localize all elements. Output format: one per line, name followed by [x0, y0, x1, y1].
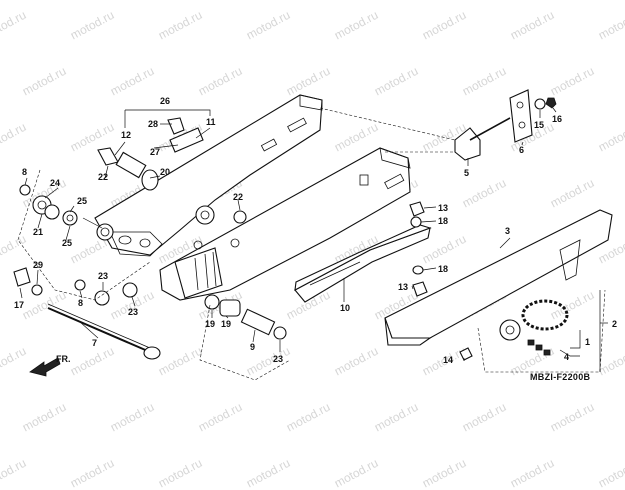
callout-3: 3: [505, 226, 510, 236]
callout-29: 29: [33, 260, 43, 270]
callout-15: 15: [534, 120, 544, 130]
callout-13a: 13: [438, 203, 448, 213]
callout-23c: 23: [273, 354, 283, 364]
callout-18a: 18: [438, 216, 448, 226]
chain-adjuster: [454, 89, 557, 161]
callout-23b: 23: [128, 307, 138, 317]
diagram-code: MBZI-F2200B: [530, 372, 591, 382]
callout-10: 10: [340, 303, 350, 313]
callout-2: 2: [612, 319, 617, 329]
callout-5: 5: [464, 168, 469, 178]
callout-6: 6: [519, 145, 524, 155]
swingarm-exploded-diagram: 1 2 3 4 5 6 7 8 8 9 10 11 12 13 13 14 15…: [13, 89, 617, 382]
callout-18b: 18: [438, 264, 448, 274]
callout-9: 9: [250, 342, 255, 352]
pivot-bolt: [47, 303, 161, 360]
callout-12: 12: [121, 130, 131, 140]
fasteners: [167, 117, 473, 361]
callout-14: 14: [443, 355, 453, 365]
callout-25b: 25: [62, 238, 72, 248]
callout-7: 7: [92, 338, 97, 348]
callout-19a: 19: [205, 319, 215, 329]
chain-case: [384, 209, 613, 346]
callout-27: 27: [150, 147, 160, 157]
callout-25a: 25: [77, 196, 87, 206]
callout-28: 28: [148, 119, 158, 129]
callout-24: 24: [50, 178, 60, 188]
callout-11: 11: [206, 117, 216, 127]
chain-slider: [294, 224, 432, 303]
callout-13b: 13: [398, 282, 408, 292]
callout-20: 20: [160, 167, 170, 177]
leader-lines: [19, 107, 608, 372]
callout-labels: 1 2 3 4 5 6 7 8 8 9 10 11 12 13 13 14 15…: [14, 96, 617, 365]
drive-chain: [499, 299, 569, 356]
callout-22a: 22: [98, 172, 108, 182]
callout-16: 16: [552, 114, 562, 124]
callout-17: 17: [14, 300, 24, 310]
swingarm: [94, 94, 411, 301]
callout-19b: 19: [221, 319, 231, 329]
callout-8b: 8: [78, 298, 83, 308]
callout-8a: 8: [22, 167, 27, 177]
callout-23a: 23: [98, 271, 108, 281]
callout-22b: 22: [233, 192, 243, 202]
callout-21: 21: [33, 227, 43, 237]
callout-1: 1: [585, 337, 590, 347]
callout-26: 26: [160, 96, 170, 106]
callout-4: 4: [564, 352, 569, 362]
front-direction-label: FR.: [56, 354, 71, 364]
group-lines: [17, 107, 606, 381]
left-pivot-parts: [13, 147, 287, 340]
front-direction-arrow: FR.: [29, 354, 71, 377]
